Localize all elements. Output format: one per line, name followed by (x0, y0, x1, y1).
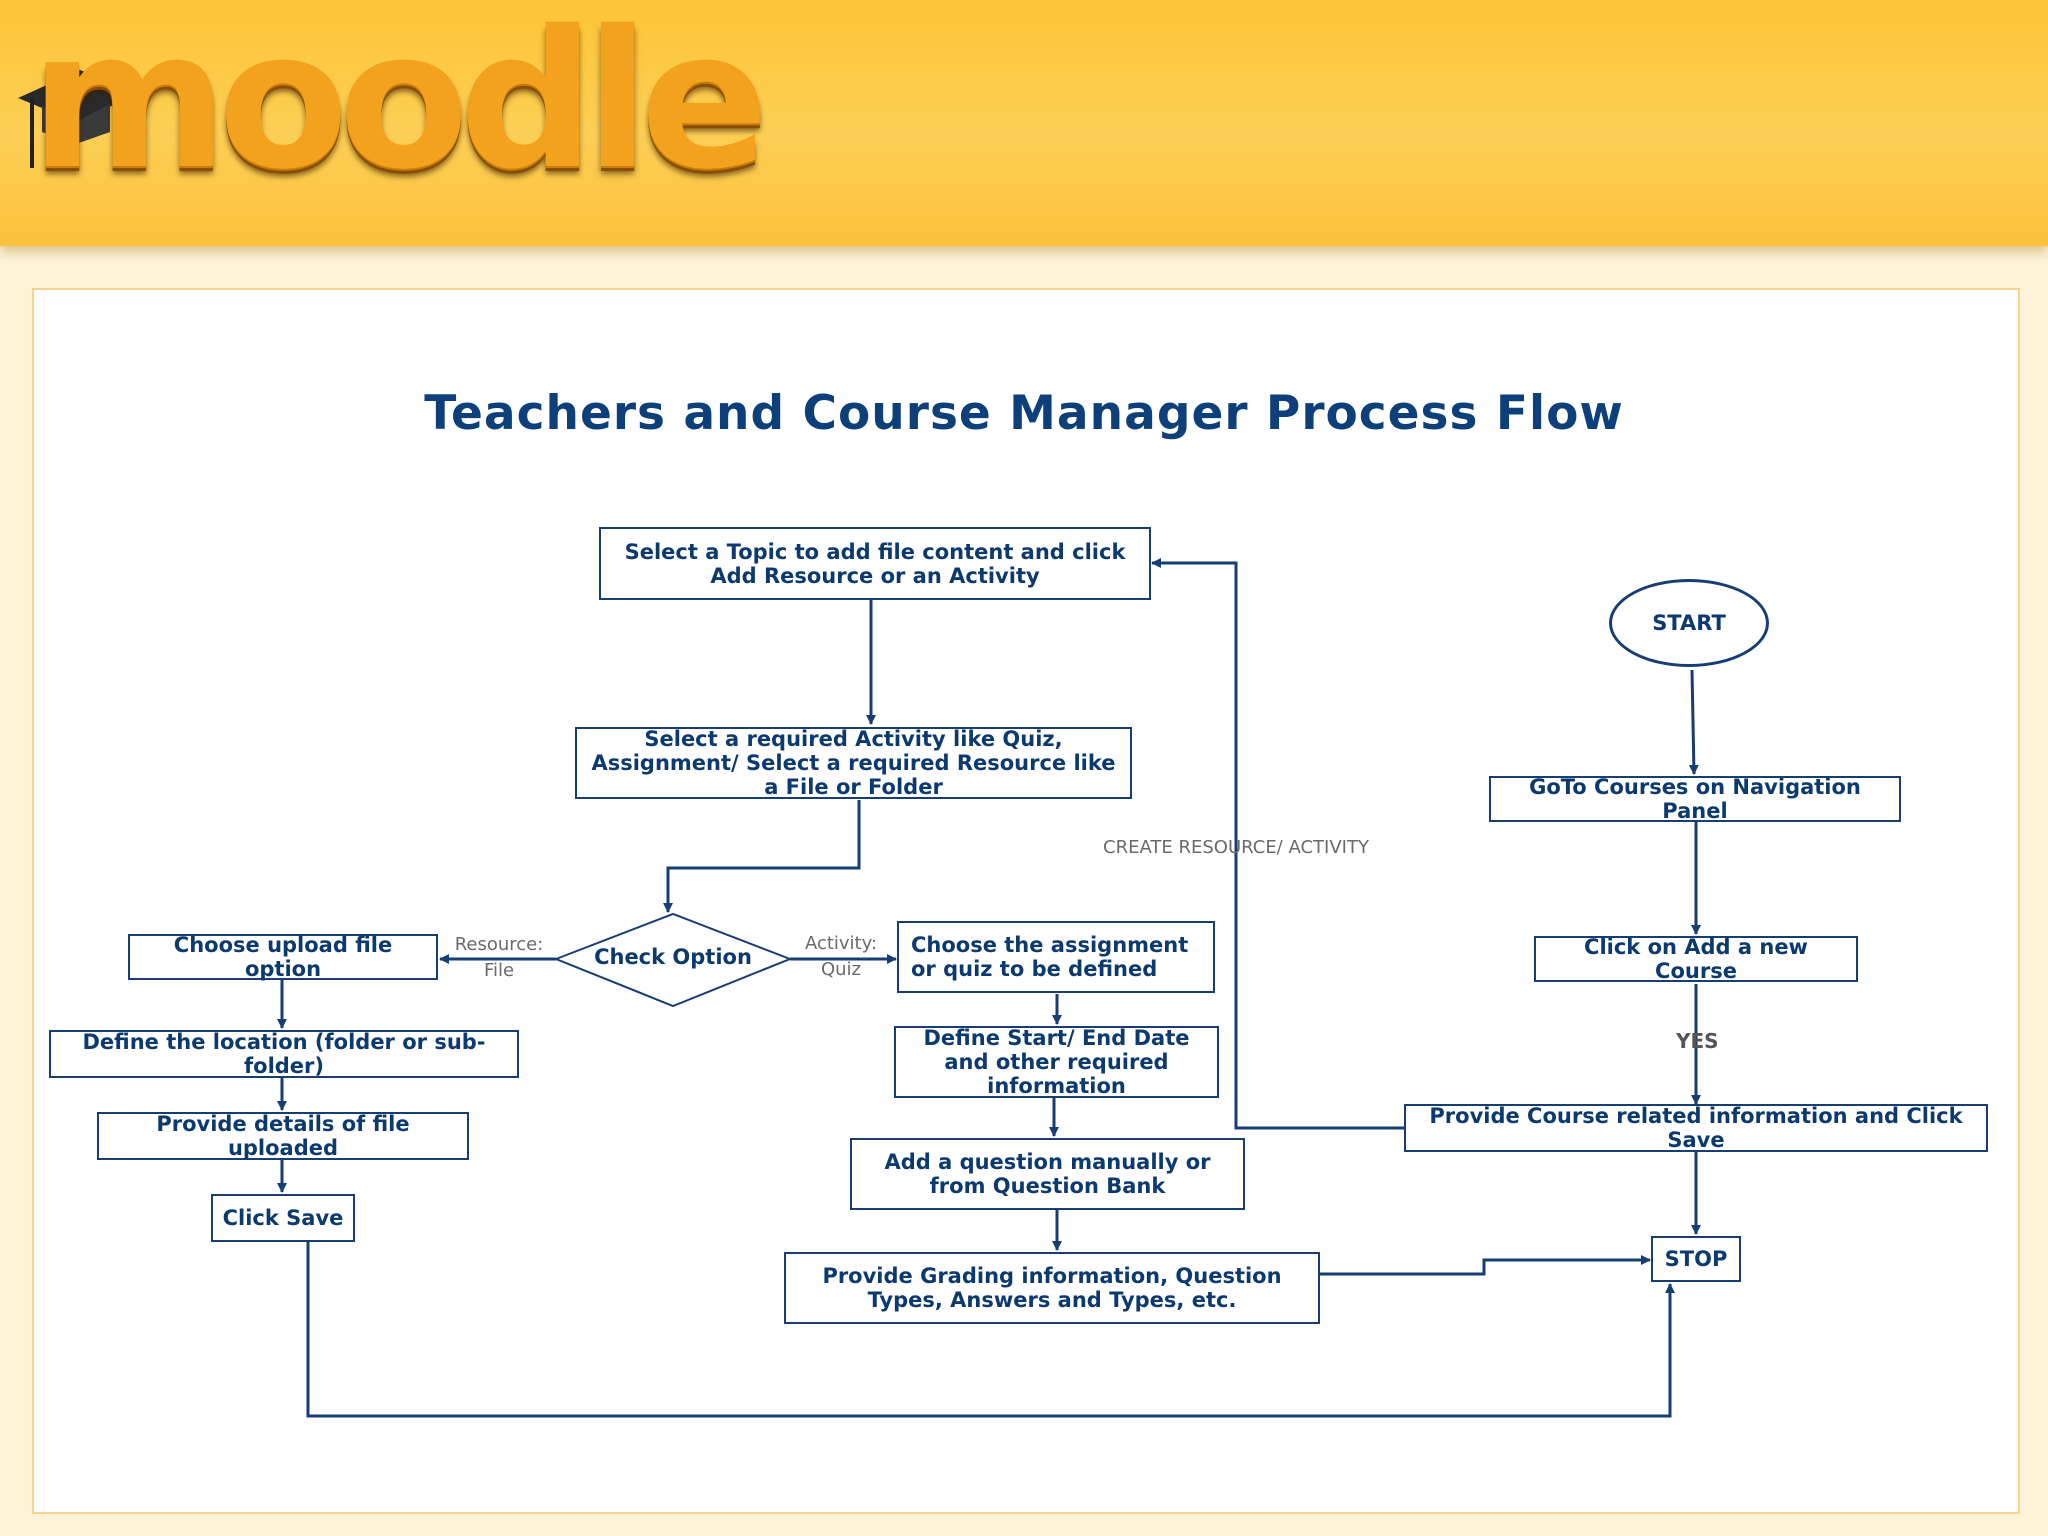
moodle-logo[interactable]: moodle (30, 0, 769, 211)
check-option-label: Check Option (594, 945, 752, 969)
resource-label: Resource: File (444, 932, 554, 984)
add-course-box: Click on Add a new Course (1534, 935, 1858, 983)
arrow-start-goto (1688, 669, 1699, 775)
activity-label: Activity: Quiz (786, 931, 896, 983)
provide-details-box: Provide details of file uploaded (97, 1112, 469, 1160)
define-location-box: Define the location (folder or sub-folde… (49, 1030, 519, 1078)
define-dates-box: Define Start/ End Date and other require… (894, 1026, 1219, 1098)
goto-courses-box: GoTo Courses on Navigation Panel (1489, 775, 1901, 823)
arrow-grading-stop (1320, 1255, 1651, 1276)
resource-label-line1: Resource: (454, 934, 544, 955)
create-resource-activity-label: CREATE RESOURCE/ ACTIVITY (1103, 837, 1369, 858)
add-question-box: Add a question manually or from Question… (850, 1138, 1245, 1210)
activity-label-line1: Activity: (804, 933, 878, 954)
choose-assignment-box: Choose the assignment or quiz to be defi… (897, 921, 1215, 993)
resource-label-line2: File (483, 960, 515, 981)
check-option-diamond (553, 912, 793, 1008)
provide-course-info-box: Provide Course related information and C… (1404, 1104, 1988, 1152)
choose-upload-box: Choose upload file option (128, 933, 438, 981)
header-banner: moodle (0, 0, 2048, 246)
diagram-title: Teachers and Course Manager Process Flow (424, 386, 1624, 441)
yes-label: YES (1676, 1029, 1719, 1053)
arrow-create-loop (1151, 558, 1404, 1130)
click-save-box: Click Save (211, 1194, 355, 1242)
activity-label-line2: Quiz (820, 959, 862, 980)
select-activity-box: Select a required Activity like Quiz, As… (575, 727, 1132, 799)
start-node: START (1609, 579, 1769, 667)
provide-grading-box: Provide Grading information, Question Ty… (784, 1252, 1320, 1324)
select-topic-box: Select a Topic to add file content and c… (599, 527, 1151, 600)
stop-node: STOP (1651, 1236, 1741, 1282)
arrow-save-stop (306, 1242, 1675, 1418)
graduation-cap-icon (18, 70, 134, 168)
arrow-activity-check (663, 800, 861, 913)
